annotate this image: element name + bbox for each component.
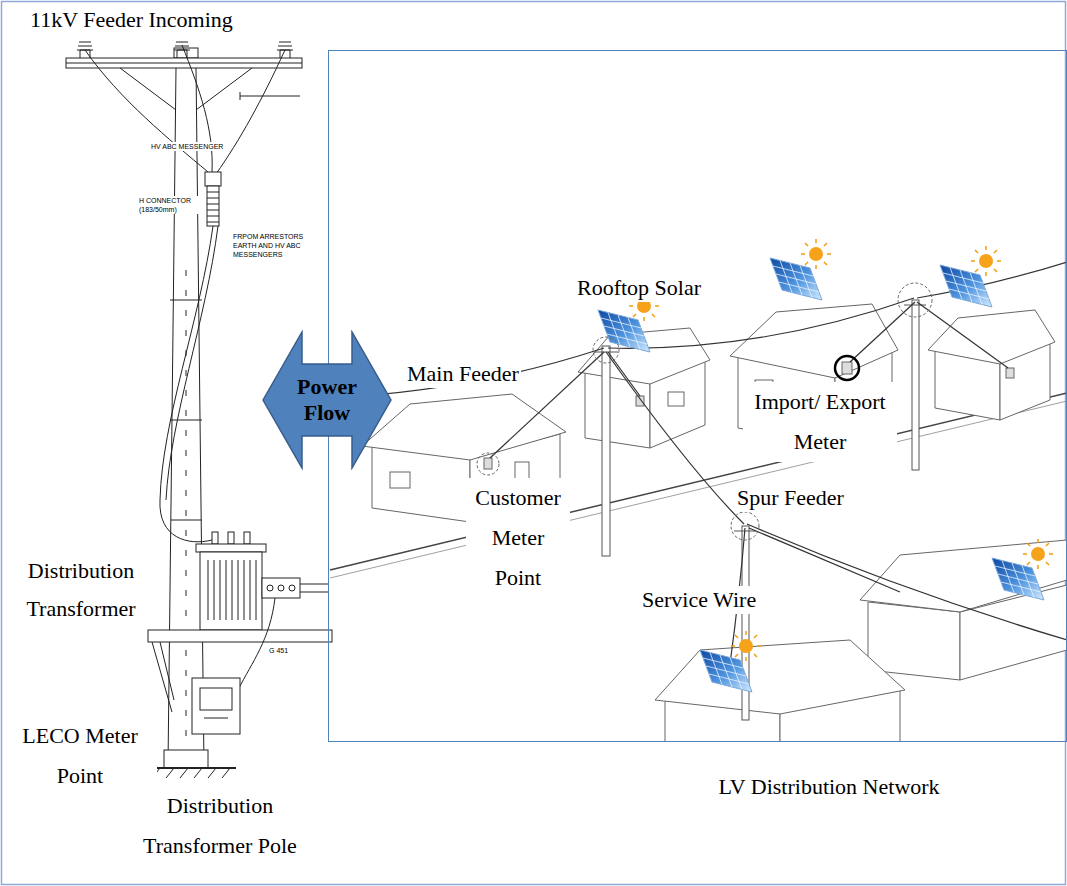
rooftop-solar-panels	[598, 239, 1053, 692]
region-heading: LV Distribution Network	[716, 773, 941, 801]
transformer-pole-drawing	[166, 226, 218, 500]
transformer-pole-drawing	[120, 68, 252, 110]
transformer-pole-drawing	[200, 552, 262, 630]
meter-markers	[898, 283, 932, 317]
double-arrow-outline	[263, 332, 391, 468]
houses	[484, 458, 492, 469]
houses	[585, 372, 650, 448]
houses	[390, 472, 410, 488]
transformer-pole-drawing	[262, 578, 300, 598]
transformer-pole-drawing	[244, 532, 250, 544]
transformer-pole-drawing	[208, 560, 256, 620]
transformer-pole-drawing	[66, 63, 302, 64]
transformer-pole-drawing	[196, 544, 266, 552]
part-label: Import/ Export Meter	[743, 382, 897, 462]
transformer-pole-drawing	[148, 630, 332, 642]
transformer-pole-drawing	[174, 42, 190, 58]
transformer-pole-drawing	[216, 50, 285, 174]
overhead-wires	[749, 528, 900, 592]
transformer-pole-drawing	[240, 92, 300, 100]
part-label: Main Feeder	[405, 360, 521, 388]
overhead-wires	[917, 302, 1008, 368]
part-label: Spur Feeder	[735, 484, 846, 512]
meter-markers	[731, 512, 759, 540]
drawing-note: FRPOM ARRESTORS EARTH AND HV ABC MESSENG…	[232, 232, 312, 259]
rooftop-solar-panels	[700, 631, 761, 692]
houses	[860, 540, 1067, 612]
overhead-wires	[850, 302, 915, 362]
transformer-pole-drawing	[186, 270, 187, 750]
houses	[668, 392, 684, 406]
transformer-pole-drawing	[200, 688, 232, 710]
part-label: Customer Meter Point	[466, 478, 570, 598]
transformer-pole-drawing	[300, 584, 328, 592]
part-label: Rooftop Solar	[575, 274, 703, 302]
overhead-wires	[329, 262, 1067, 664]
overhead-wires	[606, 352, 744, 524]
rooftop-solar-panels	[992, 539, 1053, 600]
part-label: LECO Meter Point	[3, 716, 157, 796]
transformer-pole-drawing	[152, 642, 174, 712]
transformer-pole-drawing	[170, 300, 202, 520]
rooftop-solar-panels	[940, 246, 1001, 307]
transformer-pole-drawing	[192, 678, 240, 734]
poles	[904, 305, 926, 306]
poles	[594, 300, 926, 720]
transformer-pole-drawing	[238, 598, 275, 690]
transformer-pole-drawing	[212, 532, 218, 544]
meter-markers	[477, 453, 499, 475]
rooftop-solar-panels	[770, 239, 831, 300]
poles	[602, 346, 610, 556]
drawing-note: HV ABC MESSENGER	[150, 142, 224, 151]
transformer-pole-drawing	[207, 192, 219, 222]
drawing-note: G 451	[268, 646, 289, 655]
transformer-pole-drawing	[278, 585, 284, 591]
poles	[912, 300, 919, 470]
network-region: LV Distribution Network	[328, 50, 1067, 742]
houses	[636, 396, 644, 406]
transformer-pole-drawing	[168, 68, 204, 766]
transformer-pole-drawing	[289, 585, 295, 591]
overhead-wires	[747, 524, 1067, 640]
feeder-label: 11kV Feeder Incoming	[28, 6, 235, 34]
transformer-pole-drawing	[164, 750, 208, 768]
transformer-pole-drawing	[267, 585, 273, 591]
meter-markers	[593, 337, 619, 363]
transformer-pole-drawing	[204, 718, 228, 719]
transformer-pole-drawing	[228, 532, 234, 544]
part-label: Distribution Transformer	[4, 552, 158, 628]
power-flow-arrow: Power Flow	[262, 330, 392, 470]
lv-network-illustration	[329, 239, 1067, 741]
meter-markers	[835, 356, 859, 380]
transformer-pole-drawing	[182, 45, 212, 172]
transformer-pole-drawing	[85, 50, 208, 172]
transformer-pole-drawing	[205, 172, 221, 186]
overhead-wires	[917, 262, 1067, 298]
overhead-wires	[608, 298, 914, 348]
drawing-note: H CONNECTOR (183/50mm)	[138, 196, 200, 214]
part-label: Service Wire	[640, 586, 758, 614]
houses	[842, 362, 852, 374]
transformer-pole-drawing	[66, 58, 302, 68]
houses	[1006, 368, 1014, 378]
part-label: Distribution Transformer Pole	[118, 786, 322, 866]
arrow-label: Power Flow	[279, 374, 375, 426]
transformer-pole-drawing	[207, 186, 219, 226]
houses	[362, 304, 1067, 741]
overhead-wires	[608, 352, 640, 396]
houses	[362, 394, 566, 460]
houses	[655, 640, 905, 714]
